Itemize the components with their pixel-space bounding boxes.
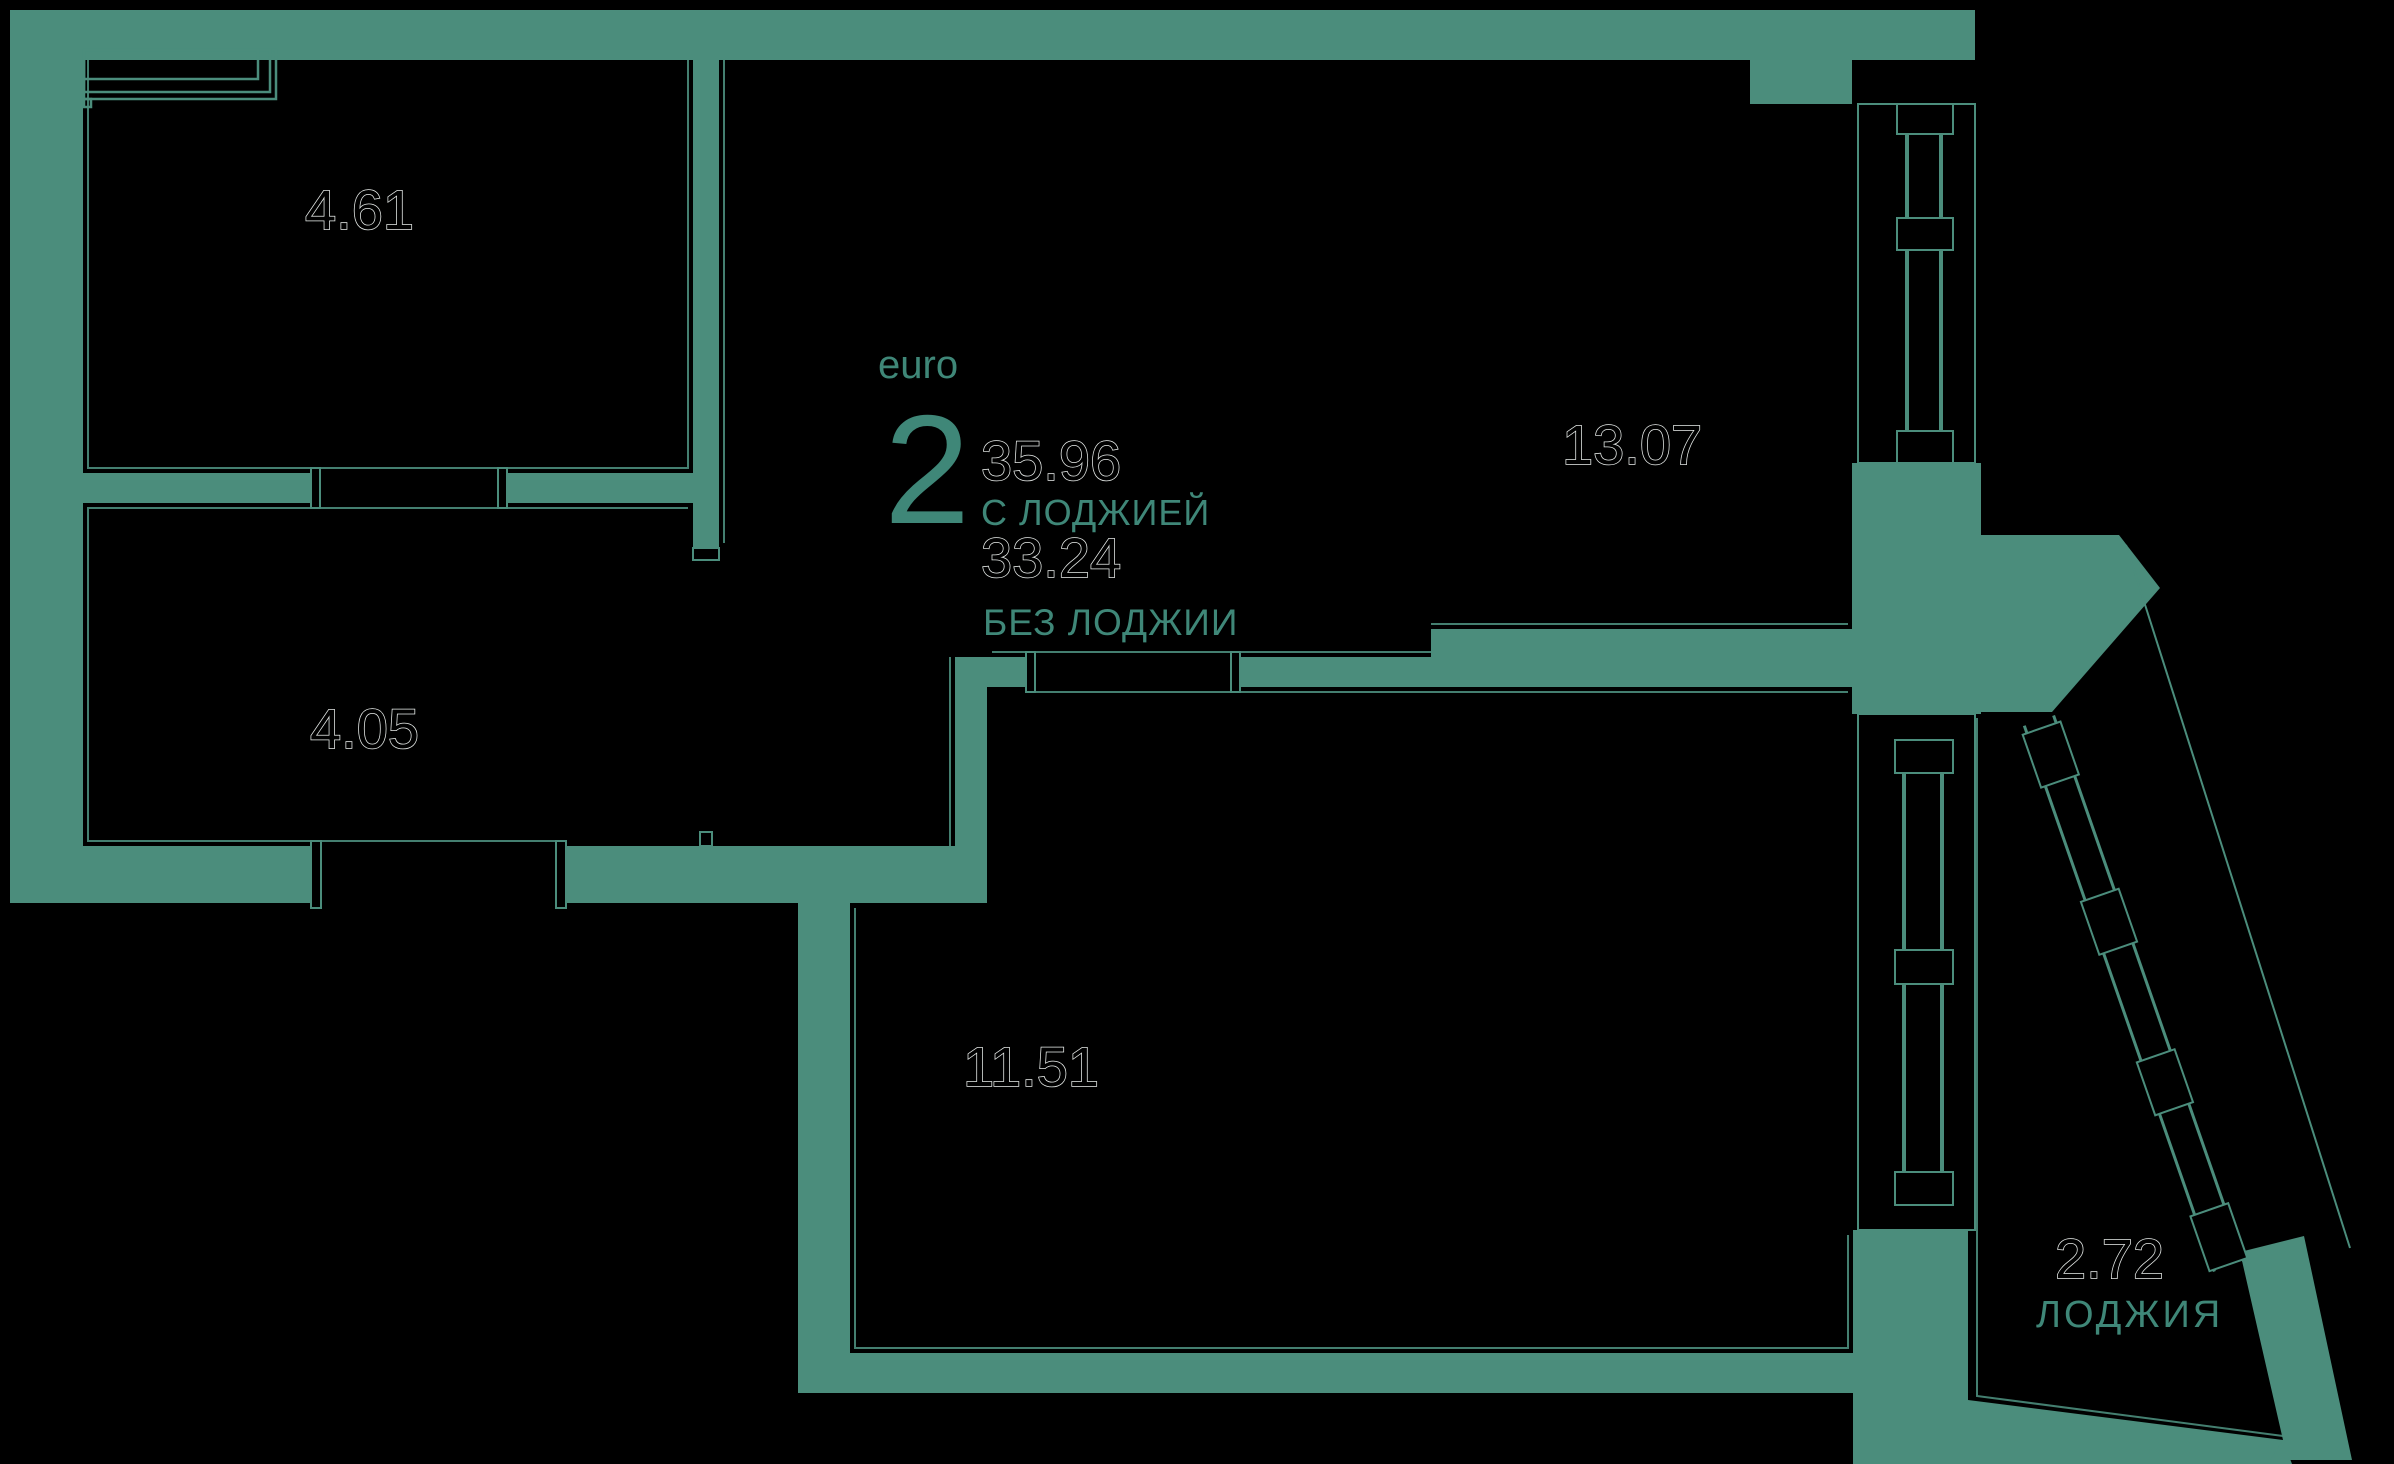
window-glazing-icon — [1905, 104, 1909, 463]
wall-east-pier — [1852, 463, 1981, 714]
area-without-loggia-value: 33.24 — [981, 526, 1121, 589]
euro-type-label: euro — [878, 343, 958, 387]
passage-jamb-icon — [699, 831, 713, 847]
wall-loggia-west-block — [1853, 1230, 1968, 1464]
wall-loggia-bottom — [1968, 1400, 2292, 1464]
wall-partition-storage-living — [693, 55, 719, 548]
loggia-glazing-line-icon — [2052, 715, 2246, 1262]
window-mullion-icon — [1896, 430, 1954, 464]
loggia-name-label: ЛОДЖИЯ — [2036, 1294, 2223, 1336]
window-recess-lower — [1857, 713, 1976, 1231]
wall-middle-left — [987, 657, 1028, 687]
loggia-glazing — [2021, 715, 2249, 1273]
room-area-label: 13.07 — [1562, 413, 1702, 476]
wardrobe-symbol — [82, 48, 278, 109]
wall-middle-right — [1431, 629, 1852, 687]
bedroom-door-jamb-icon — [1230, 651, 1241, 693]
window-mullion-icon — [1896, 217, 1954, 251]
windows — [1857, 103, 1976, 1231]
loggia-mullion-icon — [2135, 1047, 2195, 1117]
wall-loggia-north-corner — [1972, 535, 2160, 712]
loggia-mullion-icon — [2079, 887, 2139, 957]
area-with-loggia-value: 35.96 — [981, 429, 1121, 492]
area-without-loggia-label: БЕЗ ЛОДЖИИ — [983, 602, 1238, 643]
window-mullion-icon — [1896, 103, 1954, 135]
window-mullion-icon — [1894, 739, 1954, 774]
bedroom-door-jamb-icon — [1025, 651, 1036, 693]
wall-left — [10, 10, 83, 903]
window-recess-upper — [1857, 103, 1976, 464]
wall-top-right-thickening — [1750, 60, 1852, 104]
room-area-label: 4.05 — [310, 697, 419, 760]
wall-middle-center — [1239, 657, 1431, 687]
passage-jamb-icon — [692, 547, 720, 561]
interior-hairlines — [87, 54, 2284, 1437]
wall-storage-hallway-right — [505, 473, 719, 503]
room-area-label: 11.51 — [963, 1035, 1099, 1098]
wall-south-hallway-right — [565, 846, 987, 903]
loggia-mullion-icon — [2189, 1201, 2249, 1273]
wall-bedroom-west — [798, 846, 850, 1393]
wall-corridor-bedroom — [955, 657, 987, 846]
loggia-outer-edge-line — [2125, 544, 2351, 1249]
labels: 4.61 4.05 13.07 11.51 2.72 ЛОДЖИЯ euro 2… — [304, 177, 2223, 1336]
apartment-summary: euro 2 35.96 С ЛОДЖИЕЙ 33.24 БЕЗ ЛОДЖИИ — [878, 343, 1238, 643]
wall-top — [10, 10, 1975, 60]
window-mullion-icon — [1894, 949, 1954, 985]
wall-bottom — [798, 1353, 1860, 1393]
area-with-loggia-label: С ЛОДЖИЕЙ — [981, 491, 1210, 533]
loggia-glazing-line-icon — [2022, 725, 2216, 1273]
entrance-door-jamb-icon — [310, 840, 322, 909]
wall-south-hallway-left — [10, 846, 313, 903]
window-glazing-icon — [1939, 104, 1943, 463]
walls — [10, 10, 2352, 1464]
storage-door-jamb-icon — [310, 467, 321, 509]
loggia-area-label: 2.72 — [2055, 1227, 2164, 1290]
door-jambs — [310, 467, 1241, 909]
window-mullion-icon — [1894, 1171, 1954, 1206]
entrance-door-jamb-icon — [555, 840, 567, 909]
wall-storage-hallway-left — [83, 473, 313, 503]
rooms-count-label: 2 — [884, 383, 970, 556]
storage-door-jamb-icon — [497, 467, 508, 509]
room-area-label: 4.61 — [305, 178, 414, 241]
loggia-mullion-icon — [2021, 720, 2081, 789]
wall-loggia-southeast-corner — [2240, 1236, 2352, 1460]
